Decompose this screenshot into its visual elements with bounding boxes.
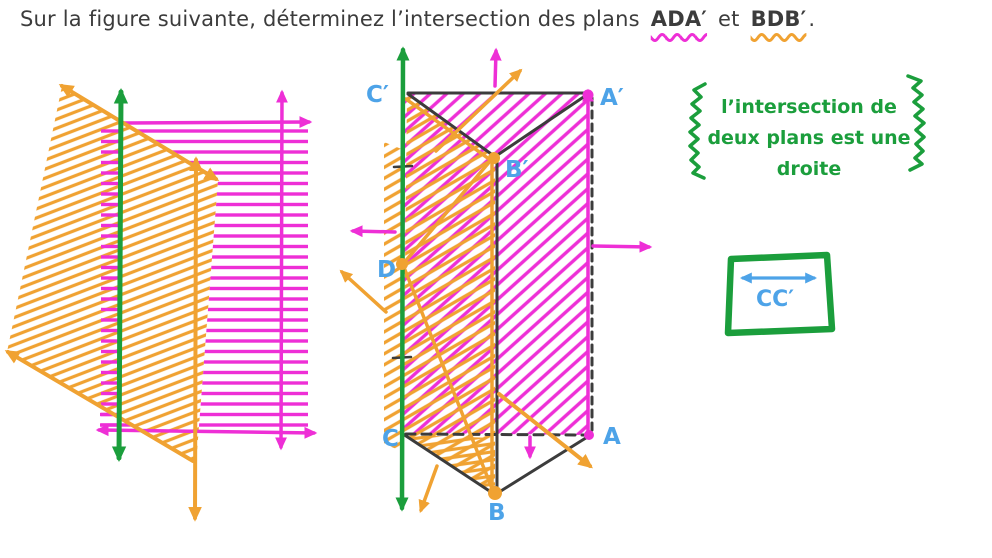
answer-segment-label: CC′	[755, 287, 795, 312]
orange-plane-borders	[4, 84, 220, 522]
prism-edges	[401, 91, 594, 496]
vertex-label-b: B	[488, 500, 506, 526]
hint-line-2: deux plans est une	[707, 127, 911, 149]
answer-box-border	[724, 251, 836, 337]
answer-box	[724, 251, 836, 337]
title-conjunction: et	[718, 7, 740, 31]
vertex-dots	[396, 89, 594, 500]
right-squiggle-bracket	[906, 74, 926, 172]
left-squiggle-bracket	[688, 82, 707, 180]
plane-bdb-label: BDB′	[750, 7, 807, 31]
vertex-label-a-prime: A′	[600, 85, 624, 111]
plane-extension-arrows	[339, 47, 653, 514]
title-prefix: Sur la figure suivante, déterminez l’int…	[20, 7, 640, 31]
hint-note: l’intersection de deux plans est une dro…	[686, 92, 932, 185]
intersection-line-left	[111, 87, 129, 463]
plane-bdb-lines	[401, 97, 495, 493]
title-period: .	[808, 7, 816, 31]
hint-line-1: l’intersection de	[721, 96, 897, 118]
left-figure-two-planes	[4, 84, 318, 522]
vertex-label-a: A	[603, 424, 621, 450]
vertex-label-c-prime: C′	[366, 82, 389, 108]
vertex-label-d: D	[377, 257, 397, 283]
vertex-label-b-prime: B′	[505, 157, 529, 183]
question-title: Sur la figure suivante, déterminez l’int…	[20, 7, 815, 31]
hint-line-3: droite	[776, 158, 842, 180]
prism-figure	[339, 46, 653, 514]
plane-ada-label: ADA′	[650, 7, 708, 31]
intersection-line-cc	[395, 46, 410, 512]
plane-bdb-hatch	[403, 95, 495, 494]
note-brackets	[688, 74, 926, 180]
vertex-label-c: C	[382, 426, 399, 452]
